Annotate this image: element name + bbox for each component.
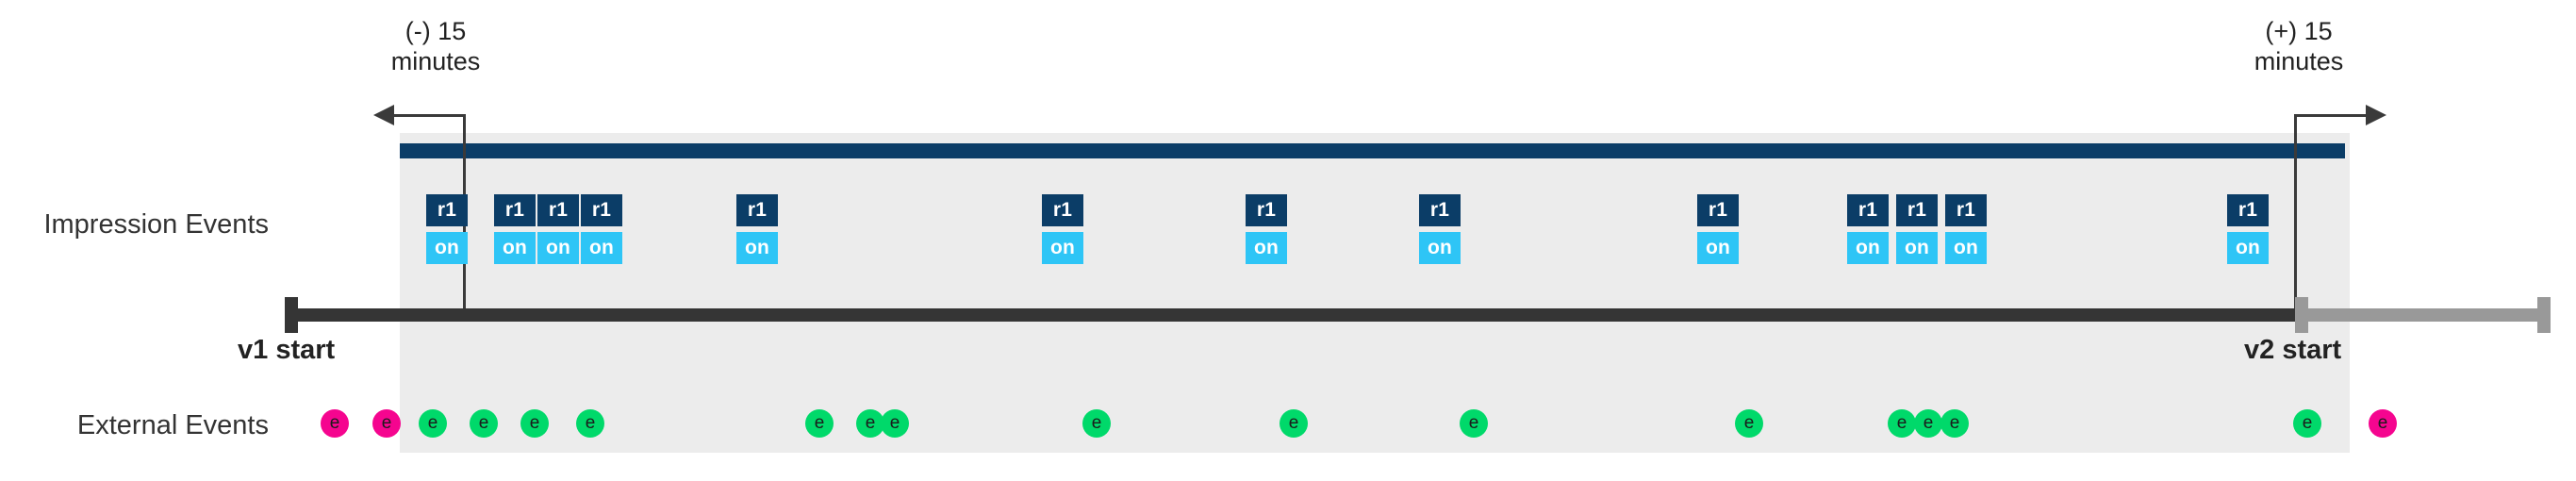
external-event-dot-inside[interactable]: e [856,409,884,438]
external-events-row-label: External Events [76,410,269,440]
offset-annotation-left: (-) 15 minutes [341,17,530,77]
impression-badge-stack[interactable]: r1 on [1697,194,1739,264]
v1-timeline-bar [285,308,2295,322]
impression-state-badge: on [1945,232,1987,264]
impression-badge-stack[interactable]: r1 on [1042,194,1083,264]
impression-request-badge: r1 [1945,194,1987,226]
v2-end-cap [2537,297,2551,333]
impression-badge-stack[interactable]: r1 on [1419,194,1461,264]
impression-state-badge: on [537,232,579,264]
external-event-dot-inside[interactable]: e [805,409,834,438]
offset-annotation-right: (+) 15 minutes [2204,17,2393,77]
offset-right-line1: (+) 15 [2265,17,2333,45]
external-event-dot-inside[interactable]: e [1888,409,1916,438]
impression-request-badge: r1 [1847,194,1889,226]
impression-state-badge: on [1896,232,1938,264]
impression-state-badge: on [1847,232,1889,264]
impression-state-badge: on [2227,232,2269,264]
impression-badge-stack[interactable]: r1 on [1847,194,1889,264]
version-rail [400,143,2345,158]
impression-badge-stack[interactable]: r1 on [494,194,536,264]
impression-request-badge: r1 [537,194,579,226]
external-event-dot-inside[interactable]: e [520,409,549,438]
impression-request-badge: r1 [1697,194,1739,226]
offset-left-arrow-shaft [394,114,466,117]
impression-badge-stack[interactable]: r1 on [1896,194,1938,264]
external-event-dot-inside[interactable]: e [1460,409,1488,438]
impression-badge-stack[interactable]: r1 on [2227,194,2269,264]
impression-state-badge: on [1042,232,1083,264]
impression-request-badge: r1 [736,194,778,226]
external-event-dot-inside[interactable]: e [1735,409,1763,438]
impression-request-badge: r1 [1042,194,1083,226]
external-event-dot-outside[interactable]: e [321,409,349,438]
impression-state-badge: on [1419,232,1461,264]
observation-window-band [400,133,2350,453]
external-event-dot-outside[interactable]: e [2369,409,2397,438]
external-event-dot-inside[interactable]: e [1940,409,1969,438]
offset-right-line2: minutes [2254,46,2344,75]
impression-request-badge: r1 [1896,194,1938,226]
impression-request-badge: r1 [494,194,536,226]
impression-state-badge: on [581,232,622,264]
impression-badge-stack[interactable]: r1 on [537,194,579,264]
impression-state-badge: on [494,232,536,264]
impression-badge-stack[interactable]: r1 on [1246,194,1287,264]
impression-events-row-label: Impression Events [43,209,269,240]
external-event-dot-inside[interactable]: e [881,409,909,438]
impression-request-badge: r1 [1419,194,1461,226]
external-event-dot-inside[interactable]: e [576,409,604,438]
external-event-dot-inside[interactable]: e [1082,409,1111,438]
offset-left-arrow-head-icon [373,105,394,125]
external-event-dot-inside[interactable]: e [1914,409,1942,438]
external-event-dot-inside[interactable]: e [470,409,498,438]
offset-left-line1: (-) 15 [405,17,467,45]
v2-start-label: v2 start [2244,335,2342,365]
impression-badge-stack[interactable]: r1 on [736,194,778,264]
impression-request-badge: r1 [2227,194,2269,226]
impression-state-badge: on [736,232,778,264]
impression-badge-stack[interactable]: r1 on [581,194,622,264]
impression-badge-stack[interactable]: r1 on [1945,194,1987,264]
impression-state-badge: on [1246,232,1287,264]
impression-badge-stack[interactable]: r1 on [426,194,468,264]
impression-request-badge: r1 [426,194,468,226]
external-event-dot-inside[interactable]: e [2293,409,2321,438]
v2-timeline-bar [2295,308,2551,322]
impression-state-badge: on [1697,232,1739,264]
offset-left-line2: minutes [390,46,481,75]
window-end-guide-line [2294,114,2297,316]
offset-right-arrow-shaft [2296,114,2368,117]
offset-right-arrow-head-icon [2366,105,2386,125]
external-event-dot-inside[interactable]: e [1280,409,1308,438]
impression-request-badge: r1 [1246,194,1287,226]
external-event-dot-outside[interactable]: e [372,409,401,438]
impression-request-badge: r1 [581,194,622,226]
v1-start-label: v1 start [238,335,336,365]
impression-state-badge: on [426,232,468,264]
external-event-dot-inside[interactable]: e [419,409,447,438]
